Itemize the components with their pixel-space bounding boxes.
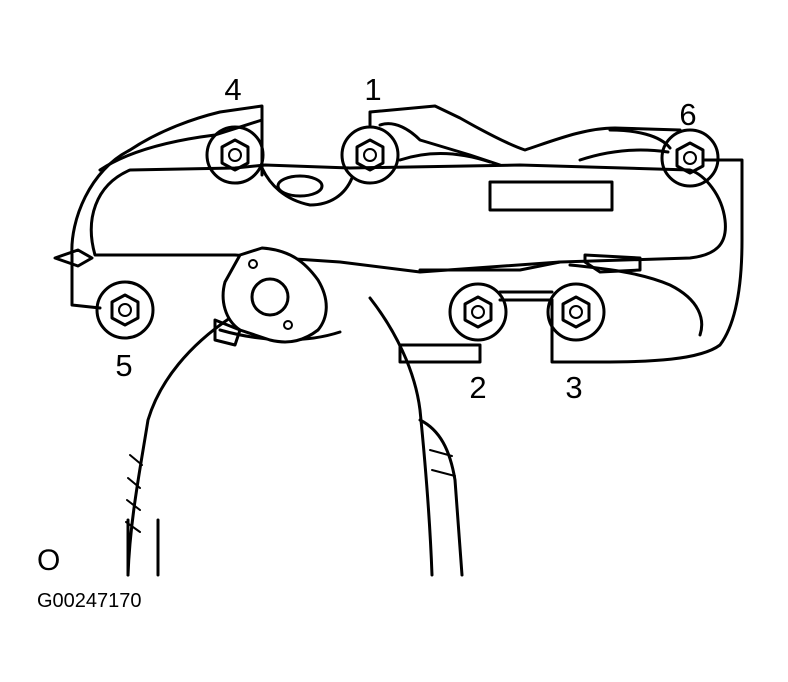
corner-mark: O: [37, 544, 60, 577]
bolt-nut-5: [95, 280, 155, 340]
bolt-label-2: 2: [469, 370, 486, 405]
manifold-body: [89, 118, 727, 337]
figure-code: G00247170: [37, 590, 142, 612]
bolt-label-4: 4: [224, 72, 241, 107]
bolt-labels: 1 2 3 4 5 6: [115, 72, 696, 405]
bolt-nut-2: [448, 282, 508, 342]
bolt-nut-4: [205, 125, 265, 185]
bolt-nut-1: [340, 125, 400, 185]
bolt-label-6: 6: [679, 97, 696, 132]
bolt-label-1: 1: [364, 72, 381, 107]
flange-plate: [213, 246, 328, 347]
bolt-nuts: [95, 125, 720, 342]
bolt-nut-6: [660, 128, 720, 188]
bolt-label-5: 5: [115, 348, 132, 383]
bolt-nut-3: [546, 282, 606, 342]
heat-shield: [53, 104, 744, 364]
bolt-label-3: 3: [565, 370, 582, 405]
